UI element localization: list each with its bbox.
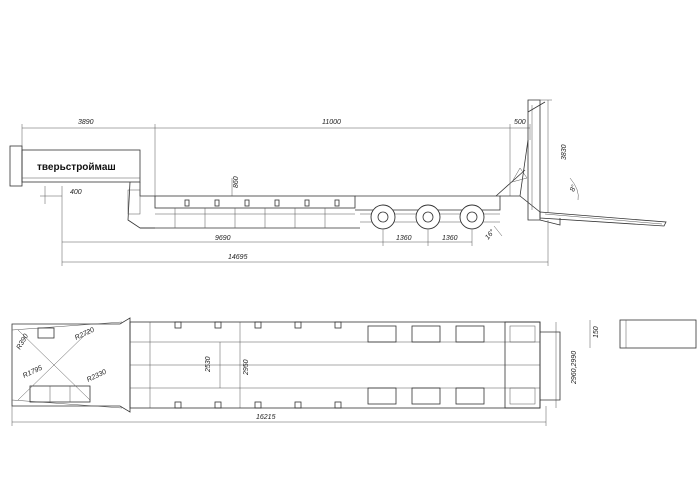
wheel-1 (370, 204, 396, 230)
dim-radius-3: R1795 (22, 365, 44, 380)
dim-front-length: 3890 (78, 119, 94, 126)
dim-ramp-angle: 8° (568, 183, 578, 192)
side-dimensions: 3890 11000 500 3830 860 400 9690 1360 13… (21, 99, 579, 266)
side-view: тверьстроймаш (9, 99, 667, 266)
dim-total-height: 3830 (561, 144, 568, 160)
dim-axle-spacing-2: 1360 (442, 235, 458, 242)
brand-label: тверьстроймаш (37, 162, 116, 173)
dim-deck-length: 11000 (322, 119, 341, 126)
dim-outer-width: 2950 (243, 359, 250, 376)
dim-axle-spacing-1: 1360 (396, 235, 412, 242)
dim-inner-width: 2530 (205, 356, 212, 373)
dim-radius-2: R2330 (86, 369, 108, 384)
dim-deck-height: 860 (233, 176, 240, 188)
dim-total-length: 14695 (228, 254, 248, 261)
dim-total-length-top: 16215 (256, 414, 276, 421)
dim-radius-4: R390 (16, 333, 30, 351)
dim-radius-1: R2720 (74, 327, 96, 342)
top-view: 2530 2950 R2720 R2330 R1795 R390 150 296… (11, 317, 697, 426)
dim-pin-to-axle: 9690 (215, 235, 231, 242)
wheel-2 (415, 204, 441, 230)
dim-rear-length: 500 (514, 119, 526, 126)
wheel-3 (459, 204, 485, 230)
dim-tail-angle: 16° (483, 228, 496, 241)
top-dimensions: 2530 2950 R2720 R2330 R1795 R390 150 296… (11, 320, 600, 426)
dim-ramp-width: 150 (593, 326, 600, 338)
dim-king-pin: 400 (70, 189, 82, 196)
dim-rear-width: 2960,2990 (571, 351, 578, 385)
